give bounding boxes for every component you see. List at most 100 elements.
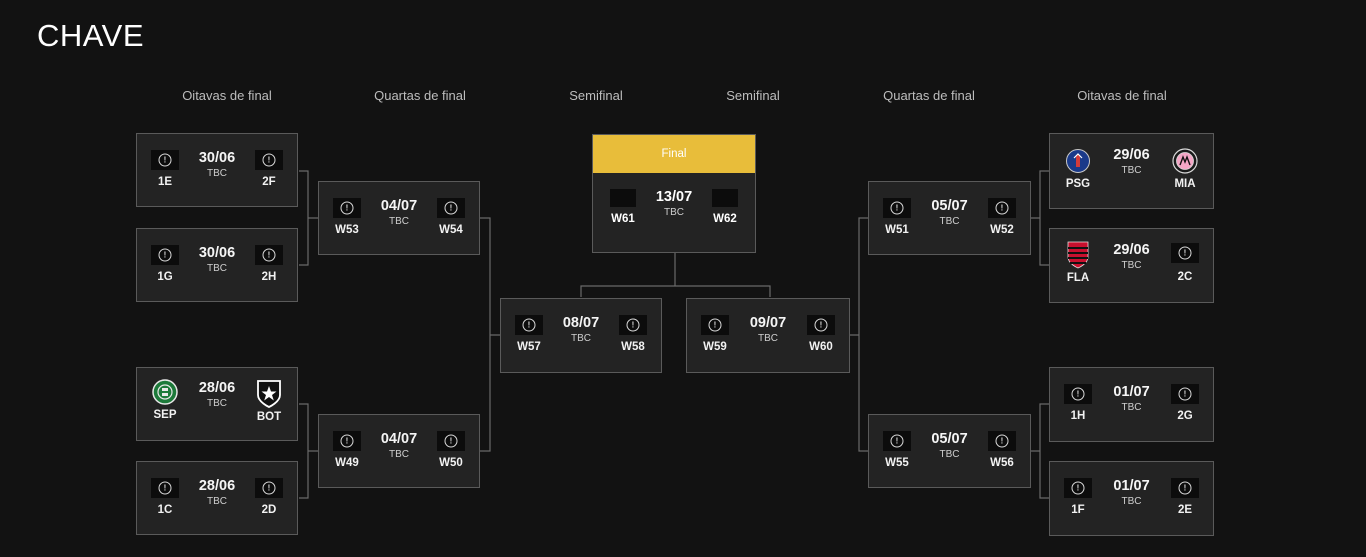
- psg-crest-icon: [1066, 149, 1090, 173]
- team-home: W59: [695, 315, 735, 353]
- placeholder-icon: [807, 315, 835, 335]
- placeholder-icon: [883, 198, 911, 218]
- team-home: W57: [509, 315, 549, 353]
- team-away: 2G: [1165, 384, 1205, 422]
- match-time: TBC: [939, 449, 960, 460]
- team-code: W53: [335, 224, 359, 236]
- placeholder-icon: [333, 431, 361, 451]
- team-home: PSG: [1058, 148, 1098, 190]
- team-code: 2G: [1177, 410, 1193, 422]
- team-code: FLA: [1066, 272, 1090, 284]
- team-home: W61: [603, 189, 643, 225]
- match-date: 04/07: [380, 198, 418, 214]
- team-code: PSG: [1065, 178, 1091, 190]
- team-code: 2C: [1177, 271, 1193, 283]
- match-date: 28/06: [198, 478, 236, 494]
- match-date: 30/06: [198, 245, 236, 261]
- team-home: W53: [327, 198, 367, 236]
- match-time: TBC: [664, 207, 684, 218]
- match-date: 28/06: [198, 380, 236, 396]
- match-date: 08/07: [562, 315, 600, 331]
- team-code: W51: [885, 224, 909, 236]
- team-code: SEP: [153, 409, 177, 421]
- placeholder-icon: [437, 198, 465, 218]
- round-label-quartas-right: Quartas de final: [883, 88, 975, 103]
- team-away: BOT: [249, 379, 289, 423]
- match-time: TBC: [939, 216, 960, 227]
- team-code: MIA: [1174, 178, 1196, 190]
- placeholder-icon: [333, 198, 361, 218]
- match-time: TBC: [207, 398, 227, 409]
- round-label-oitavas-left: Oitavas de final: [182, 88, 272, 103]
- team-code: W59: [703, 341, 727, 353]
- team-home: 1F: [1058, 478, 1098, 516]
- placeholder-icon: [701, 315, 729, 335]
- team-code: W57: [517, 341, 541, 353]
- team-code: 1C: [157, 504, 173, 516]
- placeholder-icon: [255, 478, 283, 498]
- placeholder-icon: [1064, 384, 1092, 404]
- match-date: 30/06: [198, 150, 236, 166]
- team-code: 1F: [1071, 504, 1085, 516]
- match-date: 29/06: [1113, 242, 1150, 258]
- team-away: W56: [982, 431, 1022, 469]
- match-time: TBC: [389, 216, 409, 227]
- team-code: W49: [335, 457, 359, 469]
- match-date: 29/06: [1113, 147, 1150, 163]
- round-label-quartas-left: Quartas de final: [374, 88, 466, 103]
- round-label-semifinal-right: Semifinal: [726, 88, 780, 103]
- match-time: TBC: [1121, 496, 1142, 507]
- placeholder-icon: [515, 315, 543, 335]
- team-code: 2D: [261, 504, 277, 516]
- match-date: 09/07: [749, 315, 787, 331]
- team-home: SEP: [145, 379, 185, 421]
- placeholder-icon: [988, 198, 1016, 218]
- team-home: W55: [877, 431, 917, 469]
- team-away: 2F: [249, 150, 289, 188]
- team-code: W56: [990, 457, 1014, 469]
- placeholder-icon: [255, 245, 283, 265]
- match-date: 01/07: [1113, 384, 1150, 400]
- placeholder-icon: [1171, 243, 1199, 263]
- match-date: 04/07: [380, 431, 418, 447]
- team-code: W62: [713, 213, 737, 225]
- team-away: 2D: [249, 478, 289, 516]
- team-away: 2H: [249, 245, 289, 283]
- team-away: W60: [801, 315, 841, 353]
- team-code: 2F: [262, 176, 276, 188]
- team-code: 2H: [261, 271, 277, 283]
- placeholder-icon: [1171, 384, 1199, 404]
- team-home: FLA: [1058, 240, 1098, 284]
- placeholder-icon: [1171, 478, 1199, 498]
- match-date: 05/07: [931, 431, 968, 447]
- team-code: 2E: [1177, 504, 1193, 516]
- match-date: 01/07: [1113, 478, 1150, 494]
- match-time: TBC: [571, 333, 591, 344]
